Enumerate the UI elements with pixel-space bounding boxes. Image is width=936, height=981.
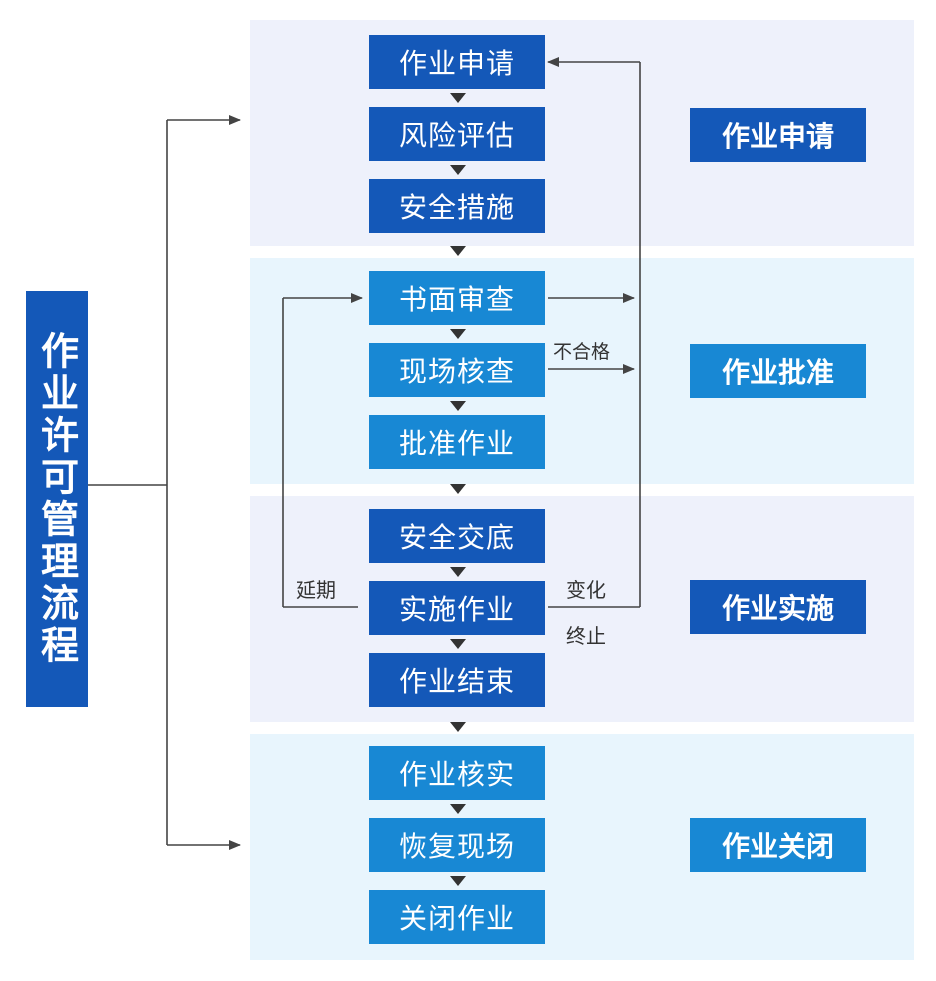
step-safety-briefing: 安全交底 — [369, 509, 545, 563]
stage-label-closure: 作业关闭 — [690, 818, 866, 872]
label-unqualified: 不合格 — [553, 341, 611, 363]
step-site-check: 现场核查 — [369, 343, 545, 397]
step-restore-site: 恢复现场 — [369, 818, 545, 872]
step-safety-measures: 安全措施 — [369, 179, 545, 233]
step-work-end: 作业结束 — [369, 653, 545, 707]
step-risk-assessment: 风险评估 — [369, 107, 545, 161]
step-work-verification: 作业核实 — [369, 746, 545, 800]
stage-label-application: 作业申请 — [690, 108, 866, 162]
stage-label-approval: 作业批准 — [690, 344, 866, 398]
step-written-review: 书面审查 — [369, 271, 545, 325]
label-extend: 延期 — [296, 578, 336, 602]
label-terminate: 终止 — [566, 624, 606, 648]
step-close-work: 关闭作业 — [369, 890, 545, 944]
label-change: 变化 — [566, 578, 606, 602]
step-approve-work: 批准作业 — [369, 415, 545, 469]
step-application: 作业申请 — [369, 35, 545, 89]
process-title: 作业许可管理流程 — [26, 291, 88, 707]
step-carry-out-work: 实施作业 — [369, 581, 545, 635]
stage-label-implementation: 作业实施 — [690, 580, 866, 634]
